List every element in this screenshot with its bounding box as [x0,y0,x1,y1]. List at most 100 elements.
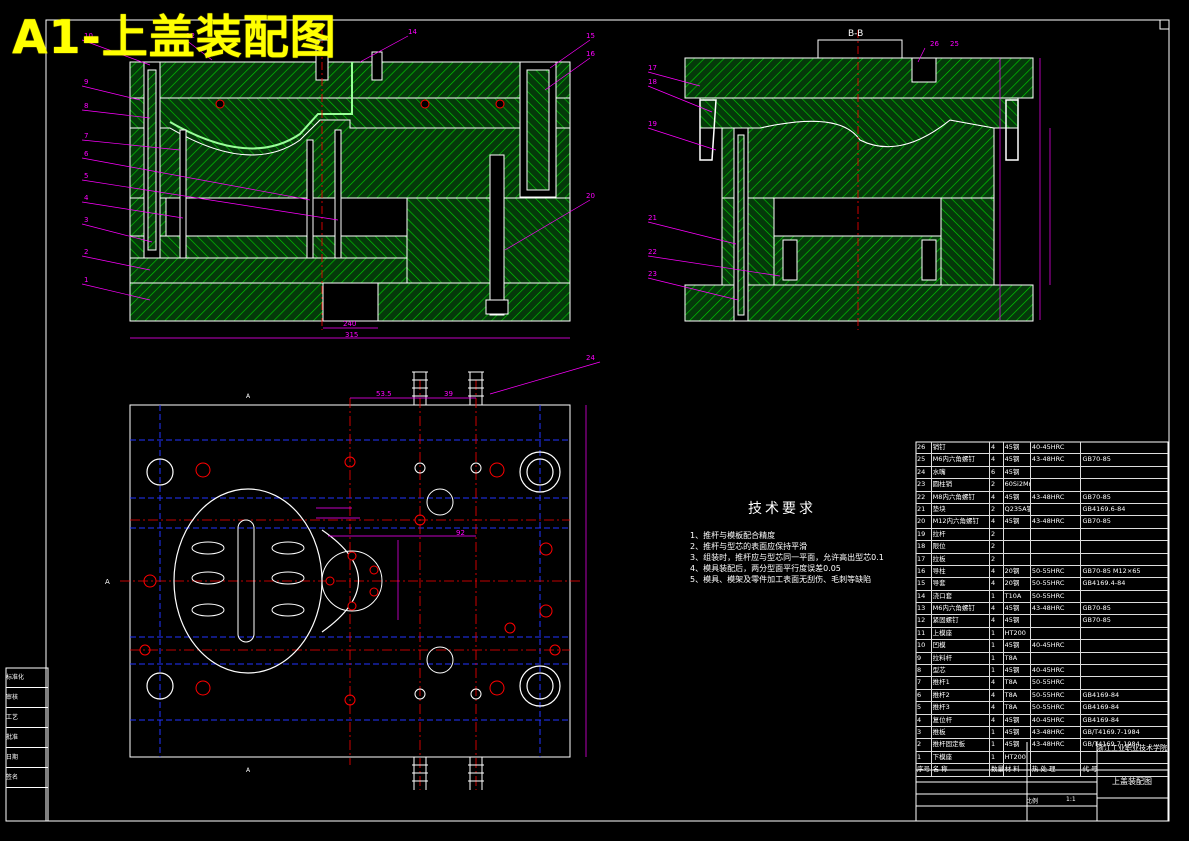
bom-cell-mat: 45钢 [1004,615,1031,627]
svg-text:4: 4 [84,194,89,202]
bom-cell-std [1081,640,1168,651]
tech-requirements-title: 技术要求 [748,501,816,517]
bom-cell-no: 13 [916,603,932,615]
bom-cell-qty: 4 [990,677,1004,689]
bom-cell-qty: 4 [990,516,1004,528]
svg-text:16: 16 [586,50,595,58]
bom-cell-mat: 45钢 [1004,603,1031,615]
bom-cell-no: 4 [916,714,932,726]
bom-cell-std: GB4169-84 [1082,703,1120,712]
bom-cell-no: 14 [916,590,932,603]
bom-cell-heat: 50-55HRC [1031,590,1082,603]
bom-cell-heat: 43-48HRC [1031,516,1082,528]
bom-cell-mat: 45钢 [1004,714,1031,726]
title-block: 浙江工业职业技术学院 上盖装配图 比例 1:1 [916,744,1168,821]
tech-item: 1、推杆与模板配合精度 [690,531,776,540]
view-marker-top: A [246,393,251,400]
bom-cell-name: 上模座 [932,627,990,640]
svg-text:25: 25 [950,40,959,48]
bom-cell-heat [1031,466,1082,479]
bom-cell-mat: 45钢 [1004,726,1031,739]
bom-cell-name: 下模座 [932,751,990,764]
bom-cell-mat: 材 料 [1004,764,1031,776]
svg-text:5: 5 [84,172,88,180]
bom-cell-no: 2 [916,739,932,751]
bom-cell-heat: 40-45HRC [1031,640,1082,652]
bom-cell-heat [1031,751,1082,764]
bom-cell-heat [1031,541,1082,553]
bom-cell-heat [1031,553,1082,565]
bom-cell-name: 拉板 [932,553,990,565]
bom-cell-qty: 1 [990,665,1004,677]
bom-cell-no: 10 [916,640,932,652]
bom-cell-mat: Q235A钢 [1004,503,1031,516]
bom-cell-heat: 50-55HRC [1031,702,1082,714]
bom-cell-qty: 1 [990,751,1004,764]
bom-cell-name: 紧固螺钉 [932,615,990,627]
bom-cell-name: 圆柱销 [932,479,990,491]
bom-cell-qty: 1 [990,627,1004,640]
view-marker-left: A [105,578,110,586]
bom-cell-std: GB4169.6-84 [1082,504,1126,513]
bom-cell-heat [1031,528,1082,541]
bom-cell-qty: 6 [990,466,1004,479]
bom-cell-heat: 50-55HRC [1031,689,1082,702]
bom-cell-no: 7 [916,677,932,689]
bom-cell-mat [1004,528,1031,541]
dim-top-2: 39 [444,390,453,398]
bom-cell-mat: T8A [1004,702,1031,714]
bom-frame [915,441,1169,822]
bom-cell-std [1081,752,1168,763]
bom-cell-name: 导套 [932,578,990,590]
bom-cell-std [1081,467,1168,478]
school-name: 浙江工业职业技术学院 [1097,744,1167,752]
svg-text:6: 6 [84,150,89,158]
svg-text:12: 12 [186,32,195,40]
bom-cell-std [1081,591,1168,602]
bom-cell-qty: 4 [990,689,1004,702]
svg-text:20: 20 [586,192,595,200]
bom-cell-qty: 1 [990,640,1004,652]
tech-item: 2、推杆与型芯的表面应保持平滑 [690,542,808,551]
bom-cell-mat: HT200 [1004,627,1031,640]
bom-cell-qty: 4 [990,565,1004,578]
bom-cell-qty: 2 [990,528,1004,541]
svg-text:9: 9 [84,78,88,86]
bom-cell-heat: 50-55HRC [1031,578,1082,590]
tech-item: 4、模具装配后，两分型面平行度误差0.05 [690,564,841,573]
bom-cell-mat [1004,553,1031,565]
bom-cell-heat: 43-48HRC [1031,454,1082,466]
bom-cell-no: 8 [916,665,932,677]
bom-cell-qty: 2 [990,553,1004,565]
bom-cell-no: 23 [916,479,932,491]
bom-cell-name: 推杆2 [932,689,990,702]
section-label: B-B [848,29,863,39]
bom-cell-name: 限位 [932,541,990,553]
bom-cell-std [1081,653,1168,664]
bom-cell-name: 推杆3 [932,702,990,714]
bom-cell-heat [1031,479,1082,491]
scale-value: 1:1 [1066,796,1076,803]
bom-cell-no: 17 [916,553,932,565]
bom-cell-no: 18 [916,541,932,553]
bom-cell-qty: 1 [990,739,1004,751]
bom-cell-std: GB70-85 [1082,604,1111,613]
svg-text:24: 24 [586,354,595,362]
bom-cell-mat: 20钢 [1004,578,1031,590]
bom-cell-std: 代 号 [1082,765,1098,774]
